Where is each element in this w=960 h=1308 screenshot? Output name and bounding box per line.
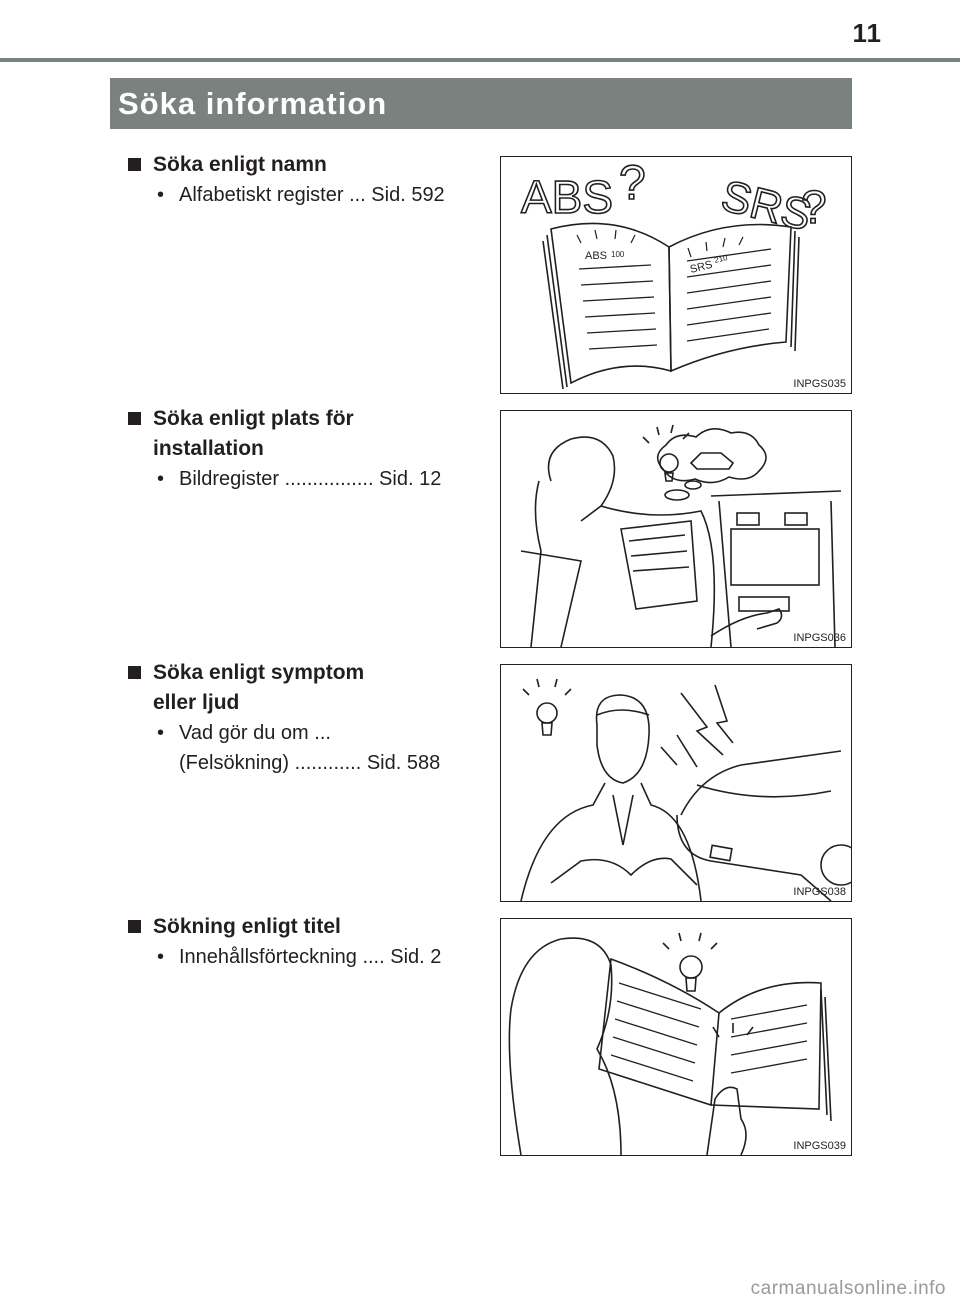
- driver-reading-manual-icon: [520, 424, 842, 647]
- svg-text:ABS: ABS: [585, 250, 607, 262]
- section-search-by-name: Söka enligt namn • Alfabetiskt register …: [128, 150, 488, 210]
- svg-text:100: 100: [611, 250, 625, 259]
- troubleshooting-link[interactable]: • Vad gör du om ... (Felsökning) .......…: [157, 718, 488, 778]
- illustration-code: INPGS036: [793, 632, 846, 644]
- index-entry-link[interactable]: • Alfabetiskt register ... Sid. 592: [157, 180, 488, 210]
- picture-index-link[interactable]: • Bildregister ................ Sid. 12: [157, 464, 488, 494]
- illustration-symptom-noise: INPGS038: [500, 664, 852, 902]
- svg-text:ABS: ABS: [521, 171, 613, 223]
- table-of-contents-link[interactable]: • Innehållsförteckning .... Sid. 2: [157, 942, 488, 972]
- watermark: carmanualsonline.info: [750, 1278, 946, 1299]
- bullet-icon: •: [157, 722, 165, 744]
- bullet-icon: •: [157, 184, 165, 206]
- open-book-icon: ABS 100 SRS 210 ABS ? SRS ?: [520, 157, 827, 390]
- square-bullet-icon: [128, 158, 141, 171]
- bullet-icon: •: [157, 946, 165, 968]
- illustration-code: INPGS038: [793, 886, 846, 898]
- square-bullet-icon: [128, 666, 141, 679]
- svg-text:SRS: SRS: [689, 259, 714, 276]
- svg-text:?: ?: [619, 157, 646, 210]
- section-heading: Söka enligt symptom eller ljud: [128, 658, 488, 718]
- square-bullet-icon: [128, 920, 141, 933]
- illustration-book-index: ABS 100 SRS 210 ABS ? SRS ? INPGS035: [500, 156, 852, 394]
- svg-text:?: ?: [801, 181, 827, 233]
- svg-text:210: 210: [713, 253, 729, 265]
- section-heading: Sökning enligt titel: [128, 912, 488, 942]
- top-rule: [0, 58, 960, 62]
- illustration-code: INPGS035: [793, 378, 846, 390]
- section-heading: Söka enligt namn: [128, 150, 488, 180]
- section-search-by-symptom: Söka enligt symptom eller ljud • Vad gör…: [128, 658, 488, 778]
- car-noise-icon: [520, 678, 851, 901]
- illustration-driver-car: INPGS036: [500, 410, 852, 648]
- section-search-by-title: Sökning enligt titel • Innehållsförteckn…: [128, 912, 488, 972]
- page-title: Söka information: [110, 78, 852, 129]
- section-search-by-location: Söka enligt plats för installation • Bil…: [128, 404, 488, 494]
- illustration-table-of-contents: INPGS039: [500, 918, 852, 1156]
- illustration-code: INPGS039: [793, 1140, 846, 1152]
- bullet-icon: •: [157, 468, 165, 490]
- reading-book-icon: [508, 932, 832, 1155]
- square-bullet-icon: [128, 412, 141, 425]
- page-number: 11: [852, 18, 882, 48]
- section-heading: Söka enligt plats för installation: [128, 404, 488, 464]
